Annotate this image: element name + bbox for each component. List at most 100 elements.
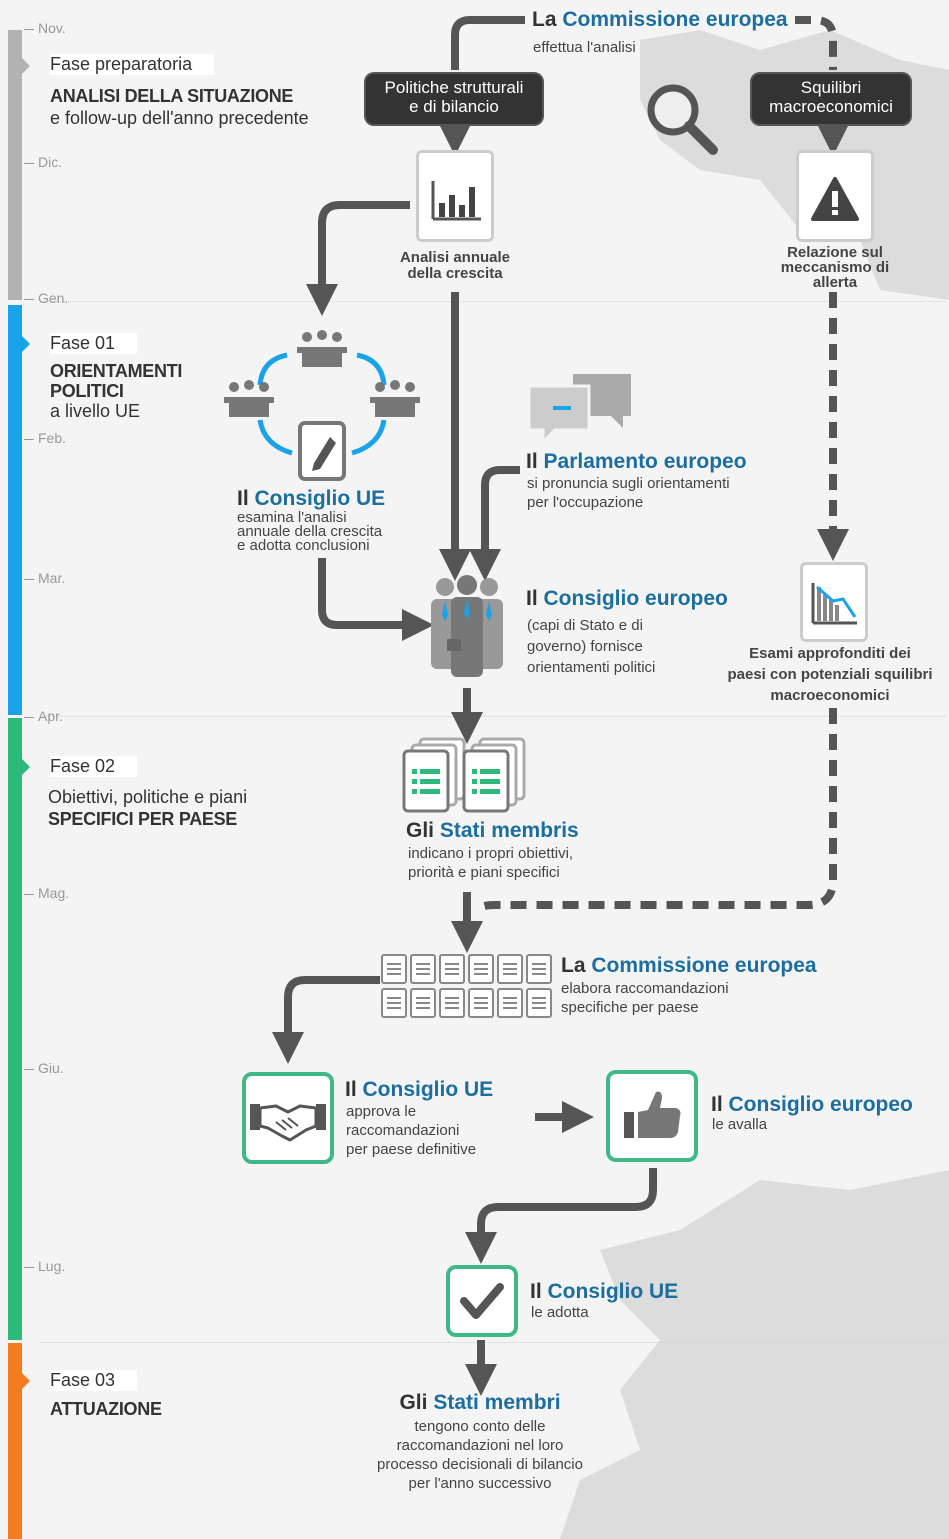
council-eu-1-title: Il Consiglio UE (237, 487, 385, 511)
desc-line: priorità e piani specifici (408, 864, 560, 881)
label-line: meccanismo di (780, 259, 890, 276)
title-name: Commissione europea (591, 954, 817, 977)
arrow-parliament-to-euco (469, 466, 520, 581)
alert-report-label: Relazione sul meccanismo di allerta (760, 245, 910, 290)
title-name: Consiglio europeo (543, 587, 728, 610)
desc-line: governo) fornisce (527, 638, 643, 655)
thumbs-up-icon (624, 1091, 681, 1138)
title-prefix: La (561, 954, 586, 977)
european-council-2-title: Il Consiglio europeo (711, 1093, 913, 1117)
phase-desc-text: e follow-up dell'anno precedente (50, 108, 309, 128)
phase-desc-text: a livello UE (50, 401, 141, 421)
desc-line: elabora raccomandazioni (561, 980, 729, 997)
alert-report-icon (796, 150, 874, 242)
title-name: Consiglio UE (254, 487, 386, 510)
european-council-1-desc: (capi di Stato e di governo) fornisce or… (527, 615, 655, 678)
european-council-1-title: Il Consiglio europeo (526, 587, 728, 611)
desc-line: indicano i propri obiettivi, (408, 845, 574, 862)
handshake-box (242, 1072, 334, 1164)
arrow-growth-to-council (306, 201, 410, 316)
desc-line: raccomandazioni (346, 1122, 460, 1139)
phase-desc-text: Obiettivi, politiche e piani (48, 787, 248, 807)
structural-policies-box: Politiche strutturali e di bilancio (366, 74, 542, 124)
label-line: allerta (812, 274, 858, 291)
phase-pointer-03 (22, 1373, 30, 1389)
label-line: macroeconomici (770, 687, 890, 704)
phase-desc-bold: ANALISI DELLA SITUAZIONE (50, 86, 294, 106)
desc-line: per l'anno successivo (408, 1475, 552, 1492)
speech-bubbles-icon (527, 374, 631, 446)
label-line: Analisi annuale (399, 249, 511, 266)
phase-label-preparatory: Fase preparatoria (50, 54, 215, 75)
commission-top-title: La Commissione europea (532, 8, 788, 32)
title-prefix: Il (237, 487, 249, 510)
phase-bar-03 (8, 1343, 22, 1539)
phase-bar-preparatory (8, 30, 22, 300)
member-states-2-title: Gli Stati membri (380, 1391, 580, 1415)
arrow-council-to-euco (318, 558, 434, 641)
title-prefix: Gli (406, 819, 435, 842)
annual-growth-analysis-icon (416, 150, 494, 242)
annual-growth-label: Analisi annuale della crescita (380, 250, 530, 282)
in-depth-review-icon (800, 562, 868, 642)
separator-apr (40, 716, 945, 717)
title-name: Consiglio UE (547, 1280, 679, 1303)
title-prefix: Il (345, 1078, 357, 1101)
month-giu: Giu. (24, 1060, 64, 1076)
parliament-desc: si pronuncia sugli orientamenti per l'oc… (527, 474, 730, 512)
parliament-title: Il Parlamento europeo (526, 450, 747, 474)
box-line: Squilibri (800, 78, 862, 97)
magnifier-icon (647, 84, 718, 155)
phase-pointer-02 (22, 759, 30, 775)
phase-desc-02: Obiettivi, politiche e piani SPECIFICI P… (48, 786, 247, 830)
phase-desc-preparatory: ANALISI DELLA SITUAZIONE e follow-up del… (50, 85, 309, 129)
macro-imbalances-box: Squilibri macroeconomici (752, 74, 910, 124)
council-eu-1-desc: esamina l'analisi annuale della crescita… (237, 510, 382, 554)
bar-chart-icon (431, 181, 481, 221)
arrow-euco2-to-council3 (465, 1168, 657, 1264)
arrow-commission-to-imbalances (795, 16, 837, 70)
title-name: Commissione europea (562, 8, 788, 31)
desc-line: e adotta conclusioni (237, 537, 370, 554)
phase-label-02: Fase 02 (50, 756, 138, 777)
checkmark-icon (460, 1283, 504, 1319)
title-prefix: Il (711, 1093, 723, 1116)
handshake-icon (250, 1104, 326, 1142)
title-prefix: Il (530, 1280, 542, 1303)
desc-line: (capi di Stato e di (527, 617, 643, 634)
title-name: Consiglio europeo (728, 1093, 913, 1116)
phase-bar-02 (8, 718, 22, 1340)
desc-line: raccomandazioni nel loro (396, 1437, 564, 1454)
phase-desc-bold: ORIENTAMENTI (50, 361, 183, 381)
box-line: e di bilancio (409, 97, 499, 116)
meeting-cycle-icon (224, 330, 420, 481)
council-eu-3-desc: le adotta (531, 1304, 589, 1321)
title-name: Stati membris (439, 819, 579, 842)
title-prefix: Il (526, 450, 538, 473)
box-line: Politiche strutturali (384, 78, 524, 97)
warning-icon (811, 177, 859, 221)
month-lug: Lug. (24, 1258, 65, 1274)
month-feb: Feb. (24, 430, 66, 446)
title-name: Stati membri (433, 1391, 561, 1414)
desc-line: tengono conto delle (414, 1418, 546, 1435)
arrow-indepth-to-commission (474, 708, 837, 913)
title-name: Parlamento europeo (543, 450, 747, 473)
arrow-commission-to-structural (451, 16, 525, 70)
desc-line: per l'occupazione (527, 494, 644, 511)
national-plans-icon (402, 737, 526, 813)
in-depth-review-label: Esami approfonditi dei paesi con potenzi… (712, 643, 948, 706)
phase-desc-03: ATTUAZIONE (50, 1398, 162, 1420)
month-mar: Mar. (24, 570, 65, 586)
month-gen: Gen. (24, 290, 68, 306)
label-line: paesi con potenziali squilibri (727, 666, 933, 683)
desc-line: si pronuncia sugli orientamenti (527, 475, 730, 492)
council-eu-3-title: Il Consiglio UE (530, 1280, 678, 1304)
title-prefix: La (532, 8, 557, 31)
phase-desc-01: ORIENTAMENTI POLITICI a livello UE (50, 361, 182, 421)
title-prefix: Il (526, 587, 538, 610)
desc-line: processo decisionali di bilancio (377, 1456, 583, 1473)
commission-2-title: La Commissione europea (561, 954, 817, 978)
label-line: Esami approfonditi dei (749, 645, 911, 662)
